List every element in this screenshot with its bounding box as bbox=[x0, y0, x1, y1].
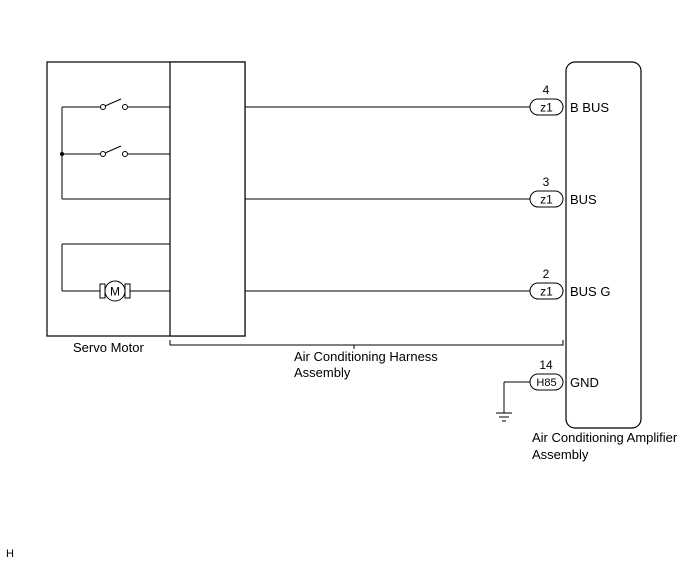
connector-badge bbox=[529, 98, 564, 116]
amplifier-label-line1: Air Conditioning Amplifier bbox=[532, 430, 678, 445]
pin-number: 14 bbox=[539, 358, 553, 372]
amplifier-box bbox=[565, 61, 642, 429]
motor-icon: M bbox=[99, 280, 131, 302]
pin-signal-label: BUS G bbox=[570, 284, 610, 299]
pin-number: 2 bbox=[543, 267, 550, 281]
harness-label-line1: Air Conditioning Harness bbox=[294, 349, 438, 364]
servo-connector-box bbox=[169, 61, 246, 337]
pin-number: 4 bbox=[543, 83, 550, 97]
ground-icon bbox=[496, 412, 512, 422]
connector-badge bbox=[529, 282, 564, 300]
pin-signal-label: B BUS bbox=[570, 100, 609, 115]
switch-circuit bbox=[60, 98, 170, 200]
pin-number: 3 bbox=[543, 175, 550, 189]
harness-bracket bbox=[169, 340, 564, 346]
servo-motor-label: Servo Motor bbox=[73, 340, 144, 355]
connector-label: z1 bbox=[540, 285, 553, 299]
footer-code: H bbox=[6, 548, 14, 560]
connector-label: z1 bbox=[540, 193, 553, 207]
junction-dot bbox=[60, 152, 64, 156]
switch-icon bbox=[100, 98, 128, 110]
motor-symbol-label: M bbox=[110, 285, 120, 299]
connector-label: z1 bbox=[540, 101, 553, 115]
amplifier-label-line2: Assembly bbox=[532, 447, 589, 462]
harness-label-line2: Assembly bbox=[294, 365, 351, 380]
switch-icon bbox=[100, 145, 128, 157]
pin-signal-label: GND bbox=[570, 375, 599, 390]
pin-signal-label: BUS bbox=[570, 192, 597, 207]
connector-badge bbox=[529, 190, 564, 208]
motor-circuit: M bbox=[61, 243, 170, 302]
connector-label: H85 bbox=[536, 377, 556, 389]
